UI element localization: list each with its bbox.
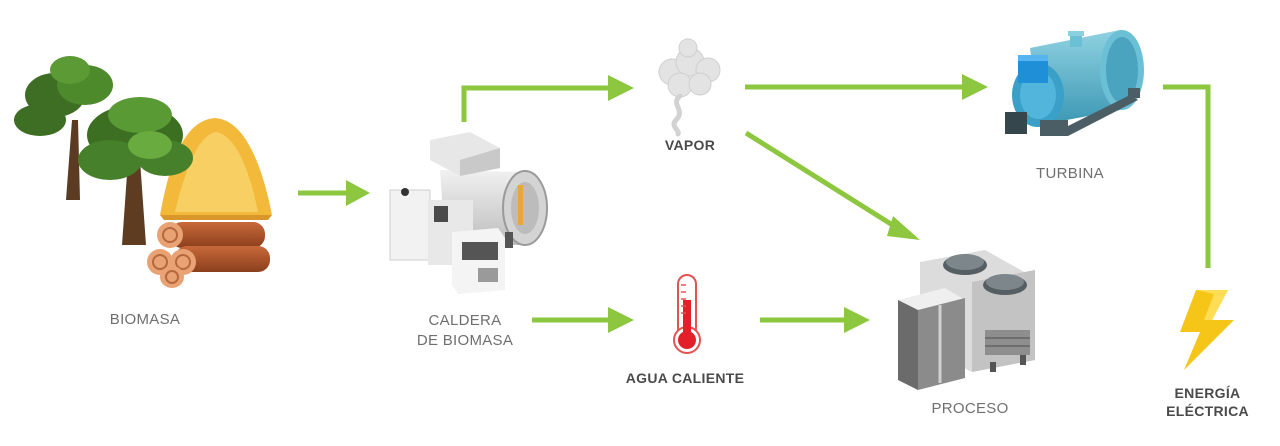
lightning-bolt-icon bbox=[1180, 290, 1234, 370]
arrow-agua-proceso bbox=[760, 307, 870, 333]
biomasa-label: BIOMASA bbox=[109, 311, 181, 328]
arrow-turbina-energia bbox=[1163, 84, 1211, 268]
thermometer-icon bbox=[673, 274, 701, 354]
agua-caliente-label: AGUA CALIENTE bbox=[625, 370, 745, 386]
turbina-label: TURBINA bbox=[1036, 165, 1104, 182]
arrow-caldera-agua bbox=[532, 307, 634, 333]
caldera-label-line2: DE BIOMASA bbox=[416, 332, 514, 349]
vapor-label: VAPOR bbox=[664, 137, 716, 153]
energia-label-line2: ELÉCTRICA bbox=[1166, 403, 1249, 419]
steam-cloud-icon bbox=[658, 38, 721, 137]
trees-hay-logs-icon bbox=[14, 56, 272, 288]
energia-label-line1: ENERGÍA bbox=[1174, 385, 1241, 401]
arrow-biomasa-caldera bbox=[298, 180, 370, 206]
caldera-label: CALDERA DE BIOMASA bbox=[395, 311, 535, 351]
arrow-vapor-turbina bbox=[745, 74, 988, 100]
proceso-label: PROCESO bbox=[931, 400, 1009, 417]
arrows bbox=[298, 74, 1211, 333]
caldera-label-line1: CALDERA bbox=[428, 312, 502, 329]
biomass-boiler-icon bbox=[389, 132, 548, 294]
energia-label: ENERGÍA ELÉCTRICA bbox=[1145, 384, 1270, 420]
turbine-icon bbox=[1005, 30, 1144, 136]
arrow-vapor-proceso bbox=[744, 130, 920, 240]
arrow-caldera-vapor bbox=[461, 75, 634, 122]
industrial-process-icon bbox=[898, 250, 1035, 390]
